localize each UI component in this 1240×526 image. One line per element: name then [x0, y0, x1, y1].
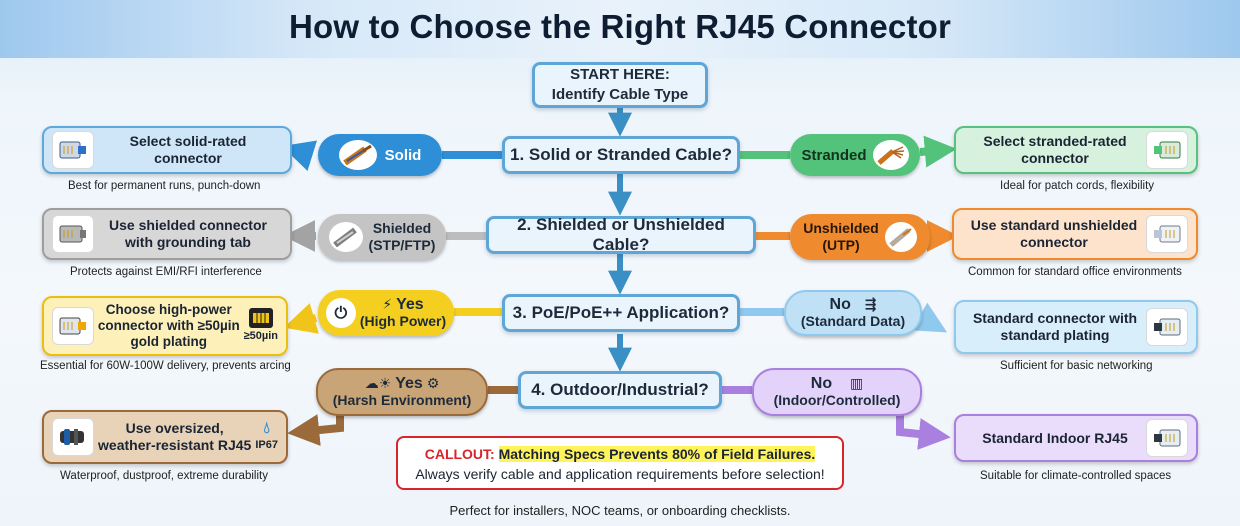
- option-unshielded-label: Unshielded: [803, 220, 879, 236]
- cable-shielded-icon: [328, 222, 363, 252]
- option-outdoor-no-label: No: [810, 375, 833, 392]
- weatherproof-connector-icon: [52, 418, 94, 456]
- option-outdoor-no-sub: (Indoor/Controlled): [773, 392, 901, 408]
- question-1-label: 1. Solid or Stranded Cable?: [510, 145, 732, 164]
- result-shielded: Use shielded connector with grounding ta…: [42, 208, 292, 260]
- cable-solid-icon: [338, 140, 377, 170]
- desc-outdoor-no: Suitable for climate-controlled spaces: [980, 470, 1172, 482]
- question-2-label: 2. Shielded or Unshielded Cable?: [517, 215, 725, 254]
- desc-shielded: Protects against EMI/RFI interference: [70, 266, 262, 278]
- option-shielded: Shielded (STP/FTP): [318, 214, 446, 260]
- rj45-connector-icon: [1146, 131, 1188, 169]
- option-stranded: Stranded: [790, 134, 920, 176]
- option-poe-no-sub: (Standard Data): [800, 313, 906, 329]
- result-poe-yes-line3: gold plating: [130, 334, 208, 349]
- option-solid-label: Solid: [384, 146, 422, 164]
- result-poe-no-line1: Standard connector with: [972, 310, 1138, 326]
- callout-box: CALLOUT: Matching Specs Prevents 80% of …: [396, 436, 844, 490]
- water-drop-icon: 💧︎: [263, 420, 270, 437]
- start-box: START HERE: Identify Cable Type: [532, 62, 708, 108]
- result-outdoor-no-label: Standard Indoor RJ45: [982, 429, 1128, 446]
- option-outdoor-yes: ☁☀ Yes ⚙ (Harsh Environment): [316, 368, 488, 416]
- option-shielded-sub: (STP/FTP): [368, 237, 436, 253]
- option-unshielded: Unshielded (UTP): [790, 214, 930, 260]
- option-shielded-label: Shielded: [372, 220, 432, 236]
- poe-rj45-icon: [52, 307, 94, 345]
- result-stranded-label: Select stranded-rated connector: [983, 133, 1127, 166]
- desc-outdoor-yes: Waterproof, dustproof, extreme durabilit…: [60, 470, 268, 482]
- desc-solid: Best for permanent runs, punch-down: [68, 180, 261, 192]
- usb-data-icon: ⇶: [864, 296, 877, 312]
- gold-pins-icon: [248, 307, 273, 328]
- question-4: 4. Outdoor/Industrial?: [518, 371, 722, 409]
- option-poe-no: No ⇶ (Standard Data): [784, 290, 922, 336]
- question-3: 3. PoE/PoE++ Application?: [502, 294, 740, 332]
- desc-stranded: Ideal for patch cords, flexibility: [1000, 180, 1155, 192]
- result-poe-no: Standard connector with standard plating: [954, 300, 1198, 354]
- callout-highlight: Matching Specs Prevents 80% of Field Fai…: [498, 446, 816, 462]
- shielded-rj45-icon: [52, 215, 94, 253]
- building-icon: ▥: [849, 375, 864, 391]
- option-poe-yes-sub: (High Power): [359, 313, 447, 329]
- result-unshielded-line2: connector: [1020, 234, 1088, 250]
- result-poe-yes-line2: connector with ≥50µin: [97, 318, 240, 333]
- result-poe-yes-line1: Choose high-power: [105, 302, 232, 317]
- result-stranded: Select stranded-rated connector: [954, 126, 1198, 174]
- start-line2: Identify Cable Type: [551, 86, 689, 103]
- question-4-label: 4. Outdoor/Industrial?: [531, 380, 709, 399]
- callout-label: CALLOUT:: [424, 446, 495, 462]
- rj45-connector-icon: [1146, 308, 1188, 346]
- gold-plating-badge: ≥50µin: [243, 329, 278, 342]
- option-outdoor-no: No ▥ (Indoor/Controlled): [752, 368, 922, 416]
- option-poe-no-label: No: [829, 296, 851, 313]
- desc-poe-yes: Essential for 60W-100W delivery, prevent…: [40, 360, 291, 372]
- desc-poe-no: Sufficient for basic networking: [1000, 360, 1153, 372]
- result-solid-label: Select solid-rated connector: [129, 133, 247, 166]
- lightning-icon: ⚡: [382, 296, 393, 312]
- option-outdoor-yes-sub: (Harsh Environment): [332, 392, 472, 408]
- page-title: How to Choose the Right RJ45 Connector: [288, 8, 952, 45]
- callout-body: Always verify cable and application requ…: [415, 466, 825, 482]
- start-line1: START HERE:: [570, 66, 670, 83]
- header-banner: [0, 0, 1240, 58]
- cable-unshielded-icon: [884, 222, 917, 252]
- result-outdoor-yes-line2: weather-resistant RJ45: [98, 437, 252, 453]
- option-stranded-label: Stranded: [801, 146, 867, 164]
- ip67-badge: IP67: [255, 439, 278, 451]
- rj45-connector-icon: [1146, 419, 1188, 457]
- rj45-connector-icon: [1146, 215, 1188, 253]
- option-poe-yes-label: Yes: [396, 296, 424, 313]
- option-unshielded-sub: (UTP): [822, 237, 860, 253]
- option-outdoor-yes-label: Yes: [395, 375, 423, 392]
- question-1: 1. Solid or Stranded Cable?: [502, 136, 740, 174]
- result-unshielded: Use standard unshielded connector: [952, 208, 1198, 260]
- result-outdoor-yes-line1: Use oversized,: [125, 420, 224, 436]
- result-outdoor-yes: Use oversized, weather-resistant RJ45 💧︎…: [42, 410, 288, 464]
- power-plug-icon: ⏻: [325, 298, 356, 328]
- weather-icon: ☁☀: [364, 375, 392, 391]
- result-poe-no-line2: standard plating: [1000, 327, 1110, 343]
- result-outdoor-no: Standard Indoor RJ45: [954, 414, 1198, 462]
- footer-note: Perfect for installers, NOC teams, or on…: [449, 503, 791, 518]
- tools-gear-icon: ⚙: [426, 375, 440, 391]
- result-poe-yes: Choose high-power connector with ≥50µin …: [42, 296, 288, 356]
- result-solid: Select solid-rated connector: [42, 126, 292, 174]
- question-2: 2. Shielded or Unshielded Cable?: [486, 215, 756, 254]
- result-unshielded-line1: Use standard unshielded: [970, 217, 1138, 233]
- cable-stranded-icon: [872, 140, 909, 170]
- question-3-label: 3. PoE/PoE++ Application?: [512, 303, 730, 322]
- desc-unshielded: Common for standard office environments: [968, 266, 1182, 278]
- result-shielded-line1: Use shielded connector: [109, 217, 267, 233]
- option-poe-yes: ⏻ ⚡ Yes (High Power): [318, 290, 454, 336]
- result-shielded-line2: with grounding tab: [125, 234, 251, 250]
- option-solid: Solid: [318, 134, 442, 176]
- rj45-connector-icon: [52, 131, 94, 169]
